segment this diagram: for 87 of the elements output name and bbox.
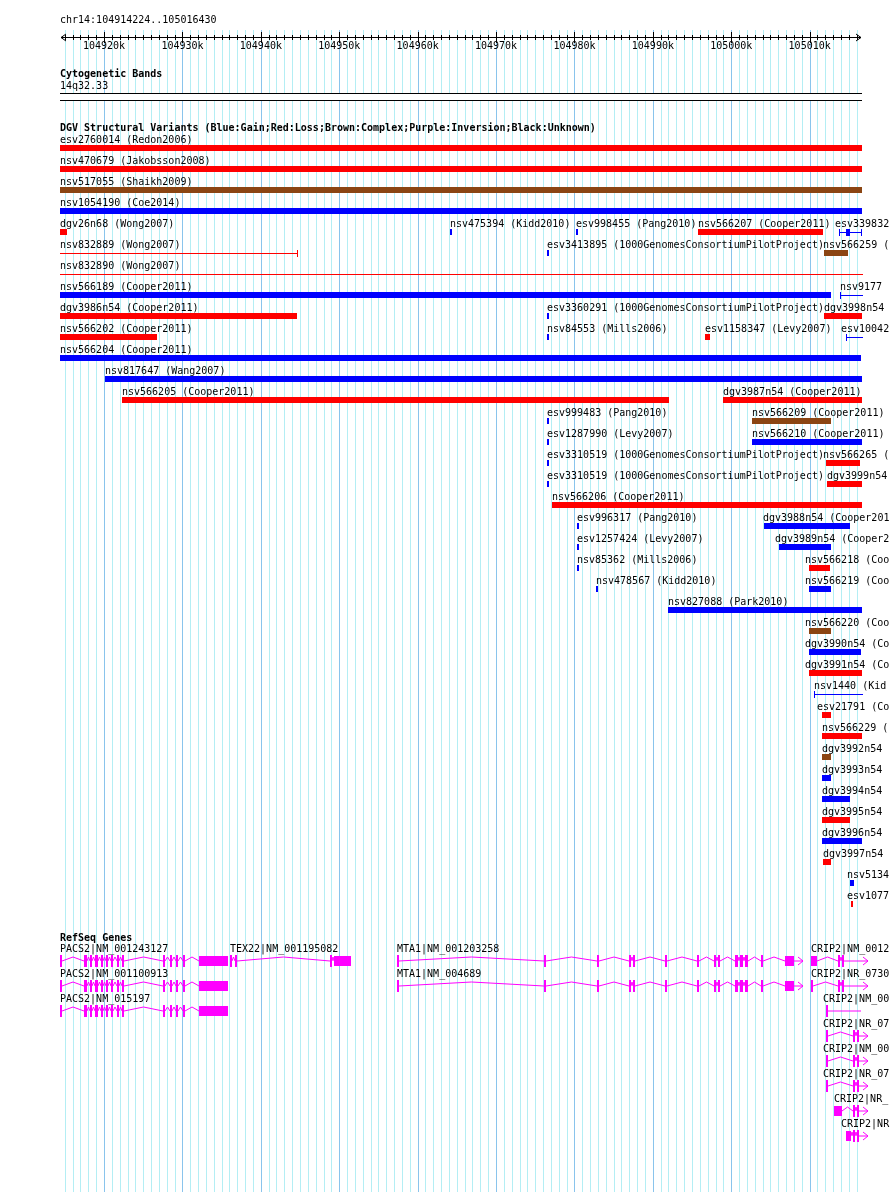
variant-label: nsv566205 (Cooper2011) xyxy=(122,386,255,398)
gene-label: PACS2|NM_001243127 xyxy=(60,943,169,955)
gene-label: CRIP2|NM_00 xyxy=(823,993,890,1005)
variant-label: esv10042 xyxy=(841,323,890,335)
variant-label: esv1287990 (Levy2007) xyxy=(547,428,674,440)
variant-label: esv3413895 (1000GenomesConsortiumPilotProject) xyxy=(547,239,824,251)
variant-label: dgv3987n54 (Cooper2011) xyxy=(723,386,862,398)
variant-label: dgv3993n54 xyxy=(822,764,883,776)
variant-label: nsv566206 (Cooper2011) xyxy=(552,491,685,503)
variant-label: nsv566202 (Cooper2011) xyxy=(60,323,193,335)
variant-label: nsv566189 (Cooper2011) xyxy=(60,281,193,293)
gene-label: PACS2|NM_015197 xyxy=(60,993,151,1005)
variant-label: esv3310519 (1000GenomesConsortiumPilotProject) xyxy=(547,470,824,482)
variant-label: dgv3988n54 (Cooper201 xyxy=(763,512,890,524)
variant-label: nsv1054190 (Coe2014) xyxy=(60,197,181,209)
tick-label: 105000k xyxy=(710,40,753,52)
tick-label: 104930k xyxy=(161,40,204,52)
variant-label: nsv84553 (Mills2006) xyxy=(547,323,668,335)
variant-label: nsv566259 ( xyxy=(823,239,890,251)
variant-label: esv1257424 (Levy2007) xyxy=(577,533,704,545)
variant-label: dgv3998n54 xyxy=(824,302,885,314)
gene-label: CRIP2|NM_0012 xyxy=(811,943,890,955)
variant-label: nsv5134 xyxy=(847,869,890,881)
variant-label: dgv3991n54 (Co xyxy=(805,659,890,671)
tick-label: 104960k xyxy=(396,40,439,52)
gene-label: CRIP2|NR_ xyxy=(834,1093,889,1105)
variant-label: nsv1440 (Kid xyxy=(814,680,887,692)
gene-label: TEX22|NM_001195082 xyxy=(230,943,339,955)
gene-label: CRIP2|NR_07 xyxy=(823,1018,890,1030)
variant-label: dgv3994n54 xyxy=(822,785,883,797)
variant-label: nsv470679 (Jakobsson2008) xyxy=(60,155,211,167)
tick-label: 104970k xyxy=(475,40,518,52)
variant-label: dgv3992n54 xyxy=(822,743,883,755)
tick-label: 104990k xyxy=(631,40,674,52)
band-label: 14q32.33 xyxy=(60,80,109,92)
gene-label: MTA1|NM_001203258 xyxy=(397,943,500,955)
coordinate-range: chr14:104914224..105016430 xyxy=(60,14,217,26)
gene-label: CRIP2|NR_0730 xyxy=(811,968,890,980)
variant-label: nsv566218 (Coo xyxy=(805,554,890,566)
variant-label: nsv566207 (Cooper2011) xyxy=(698,218,831,230)
tick-label: 104920k xyxy=(83,40,126,52)
variant-label: dgv3997n54 xyxy=(823,848,884,860)
variant-label: nsv827088 (Park2010) xyxy=(668,596,789,608)
track-title: Cytogenetic Bands xyxy=(60,68,163,80)
variant-label: nsv832890 (Wong2007) xyxy=(60,260,181,272)
variant-label: nsv566220 (Coo xyxy=(805,617,890,629)
track-title: DGV Structural Variants (Blue:Gain;Red:Loss;Brown:Complex;Purple:Inversion;Black:Unknown) xyxy=(60,122,596,134)
tick-label: 104980k xyxy=(553,40,596,52)
variant-label: esv998455 (Pang2010) xyxy=(576,218,697,230)
variant-label: nsv566219 (Coo xyxy=(805,575,890,587)
variant-label: esv996317 (Pang2010) xyxy=(577,512,698,524)
variant-label: nsv566210 (Cooper2011) xyxy=(752,428,885,440)
variant-label: dgv3990n54 (Co xyxy=(805,638,890,650)
variant-label: esv1158347 (Levy2007) xyxy=(705,323,832,335)
tick-label: 104950k xyxy=(318,40,361,52)
gene-label: CRIP2|NR_07 xyxy=(823,1068,890,1080)
variant-label: nsv832889 (Wong2007) xyxy=(60,239,181,251)
gene-label: PACS2|NM_001100913 xyxy=(60,968,169,980)
variant-label: nsv85362 (Mills2006) xyxy=(577,554,698,566)
variant-label: dgv3989n54 (Cooper2 xyxy=(775,533,890,545)
variant-label: nsv478567 (Kidd2010) xyxy=(596,575,717,587)
variant-label: nsv566229 ( xyxy=(822,722,889,734)
variant-label: esv339832 xyxy=(835,218,890,230)
variant-label: dgv3986n54 (Cooper2011) xyxy=(60,302,199,314)
variant-label: esv999483 (Pang2010) xyxy=(547,407,668,419)
variant-label: dgv3999n54 xyxy=(827,470,888,482)
variant-label: nsv9177 xyxy=(840,281,883,293)
variant-label: nsv517055 (Shaikh2009) xyxy=(60,176,193,188)
variant-label: esv2760014 (Redon2006) xyxy=(60,134,193,146)
variant-label: nsv817647 (Wang2007) xyxy=(105,365,226,377)
tick-label: 105010k xyxy=(788,40,831,52)
variant-label: nsv566209 (Cooper2011) xyxy=(752,407,885,419)
variant-label: dgv3995n54 xyxy=(822,806,883,818)
variant-label: dgv3996n54 xyxy=(822,827,883,839)
variant-label: nsv566265 ( xyxy=(823,449,890,461)
variant-label: esv21791 (Co xyxy=(817,701,890,713)
gene-label: CRIP2|NR xyxy=(841,1118,890,1130)
variant-label: nsv566204 (Cooper2011) xyxy=(60,344,193,356)
variant-label: esv3360291 (1000GenomesConsortiumPilotProject) xyxy=(547,302,824,314)
tick-label: 104940k xyxy=(239,40,282,52)
variant-label: esv3310519 (1000GenomesConsortiumPilotProject) xyxy=(547,449,824,461)
variant-label: nsv475394 (Kidd2010) xyxy=(450,218,571,230)
variant-label: esv1077 xyxy=(847,890,890,902)
track-title: RefSeq Genes xyxy=(60,932,133,944)
variant-label: dgv26n68 (Wong2007) xyxy=(60,218,175,230)
gene-label: MTA1|NM_004689 xyxy=(397,968,482,980)
gene-label: CRIP2|NM_00 xyxy=(823,1043,890,1055)
